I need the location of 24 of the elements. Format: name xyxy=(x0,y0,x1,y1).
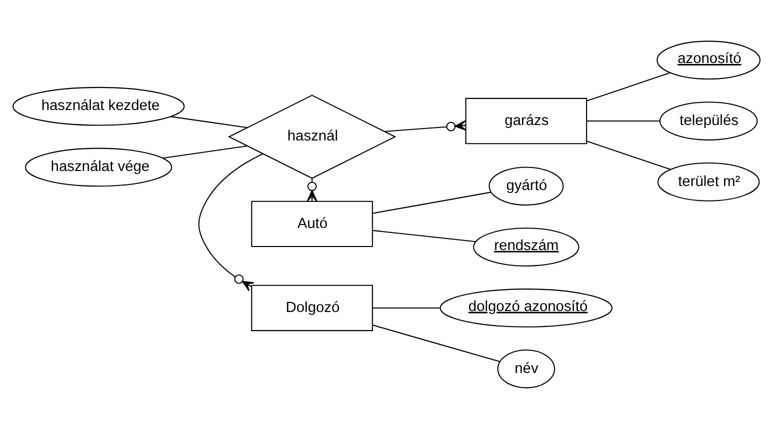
connector xyxy=(586,120,660,122)
connector xyxy=(162,144,248,158)
node-ellipse: gyártó xyxy=(488,166,564,206)
node-ellipse: használat vége xyxy=(24,147,172,186)
node-box: Dolgozó xyxy=(251,284,373,331)
connector xyxy=(372,324,500,362)
connector xyxy=(170,116,248,128)
node-ellipse: dolgozó azonosító xyxy=(440,288,613,327)
connector xyxy=(372,229,476,242)
node-box: garázs xyxy=(465,97,588,144)
connector xyxy=(586,140,671,170)
node-diamond: használ xyxy=(228,94,396,178)
node-ellipse: rendszám xyxy=(473,227,580,266)
node-ellipse: azonosító xyxy=(656,40,761,80)
node-ellipse: használat kezdete xyxy=(12,86,185,126)
connector xyxy=(198,152,264,291)
connector xyxy=(586,72,670,101)
node-box: Autó xyxy=(251,200,373,247)
node-ellipse: terület m² xyxy=(657,162,760,201)
connector xyxy=(372,306,440,308)
node-ellipse: település xyxy=(659,101,758,140)
connector xyxy=(384,120,466,132)
node-ellipse: név xyxy=(497,348,556,388)
connector xyxy=(372,191,492,214)
